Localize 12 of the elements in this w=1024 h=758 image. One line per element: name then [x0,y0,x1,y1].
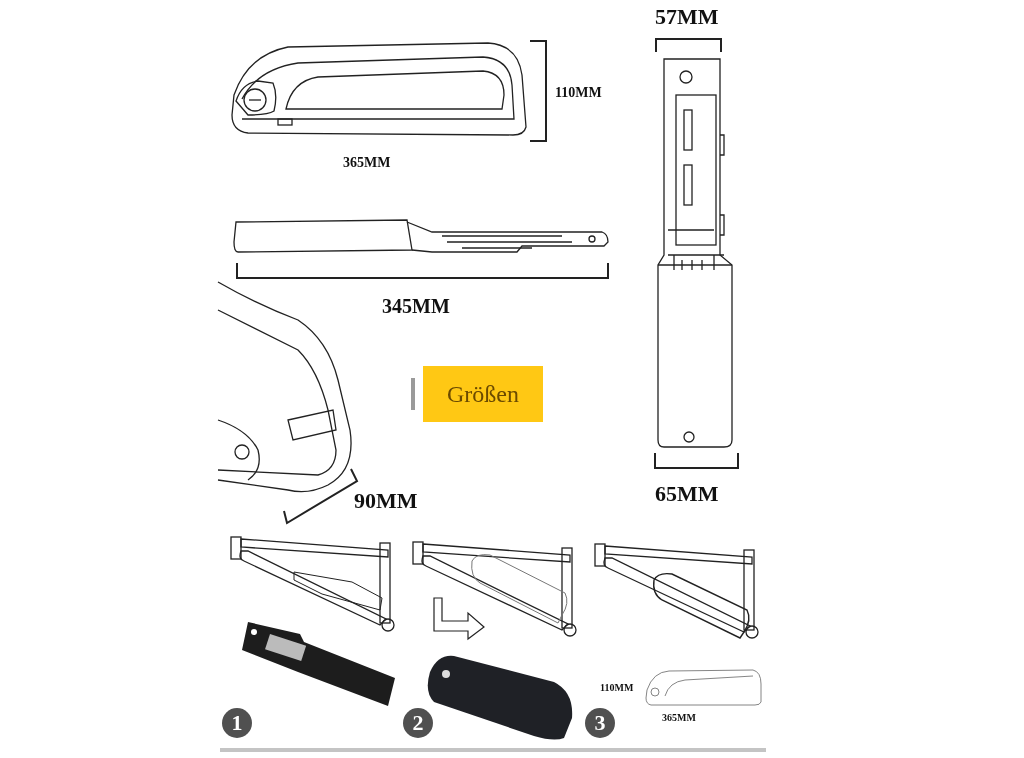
dimension-label: 57MM [655,6,719,28]
dimension-label: 65MM [655,483,719,505]
step-number: 3 [585,708,615,738]
dimension-label: 90MM [354,490,418,512]
step-number: 2 [403,708,433,738]
dimension-label: 345MM [382,296,450,316]
dimension-label: 365MM [343,156,391,170]
dimension-label: 110MM [555,86,602,100]
step-number: 1 [222,708,252,738]
dimension-label: 110MM [600,683,634,693]
dimension-label: 365MM [662,713,696,723]
title-tag: Größen [423,366,543,422]
